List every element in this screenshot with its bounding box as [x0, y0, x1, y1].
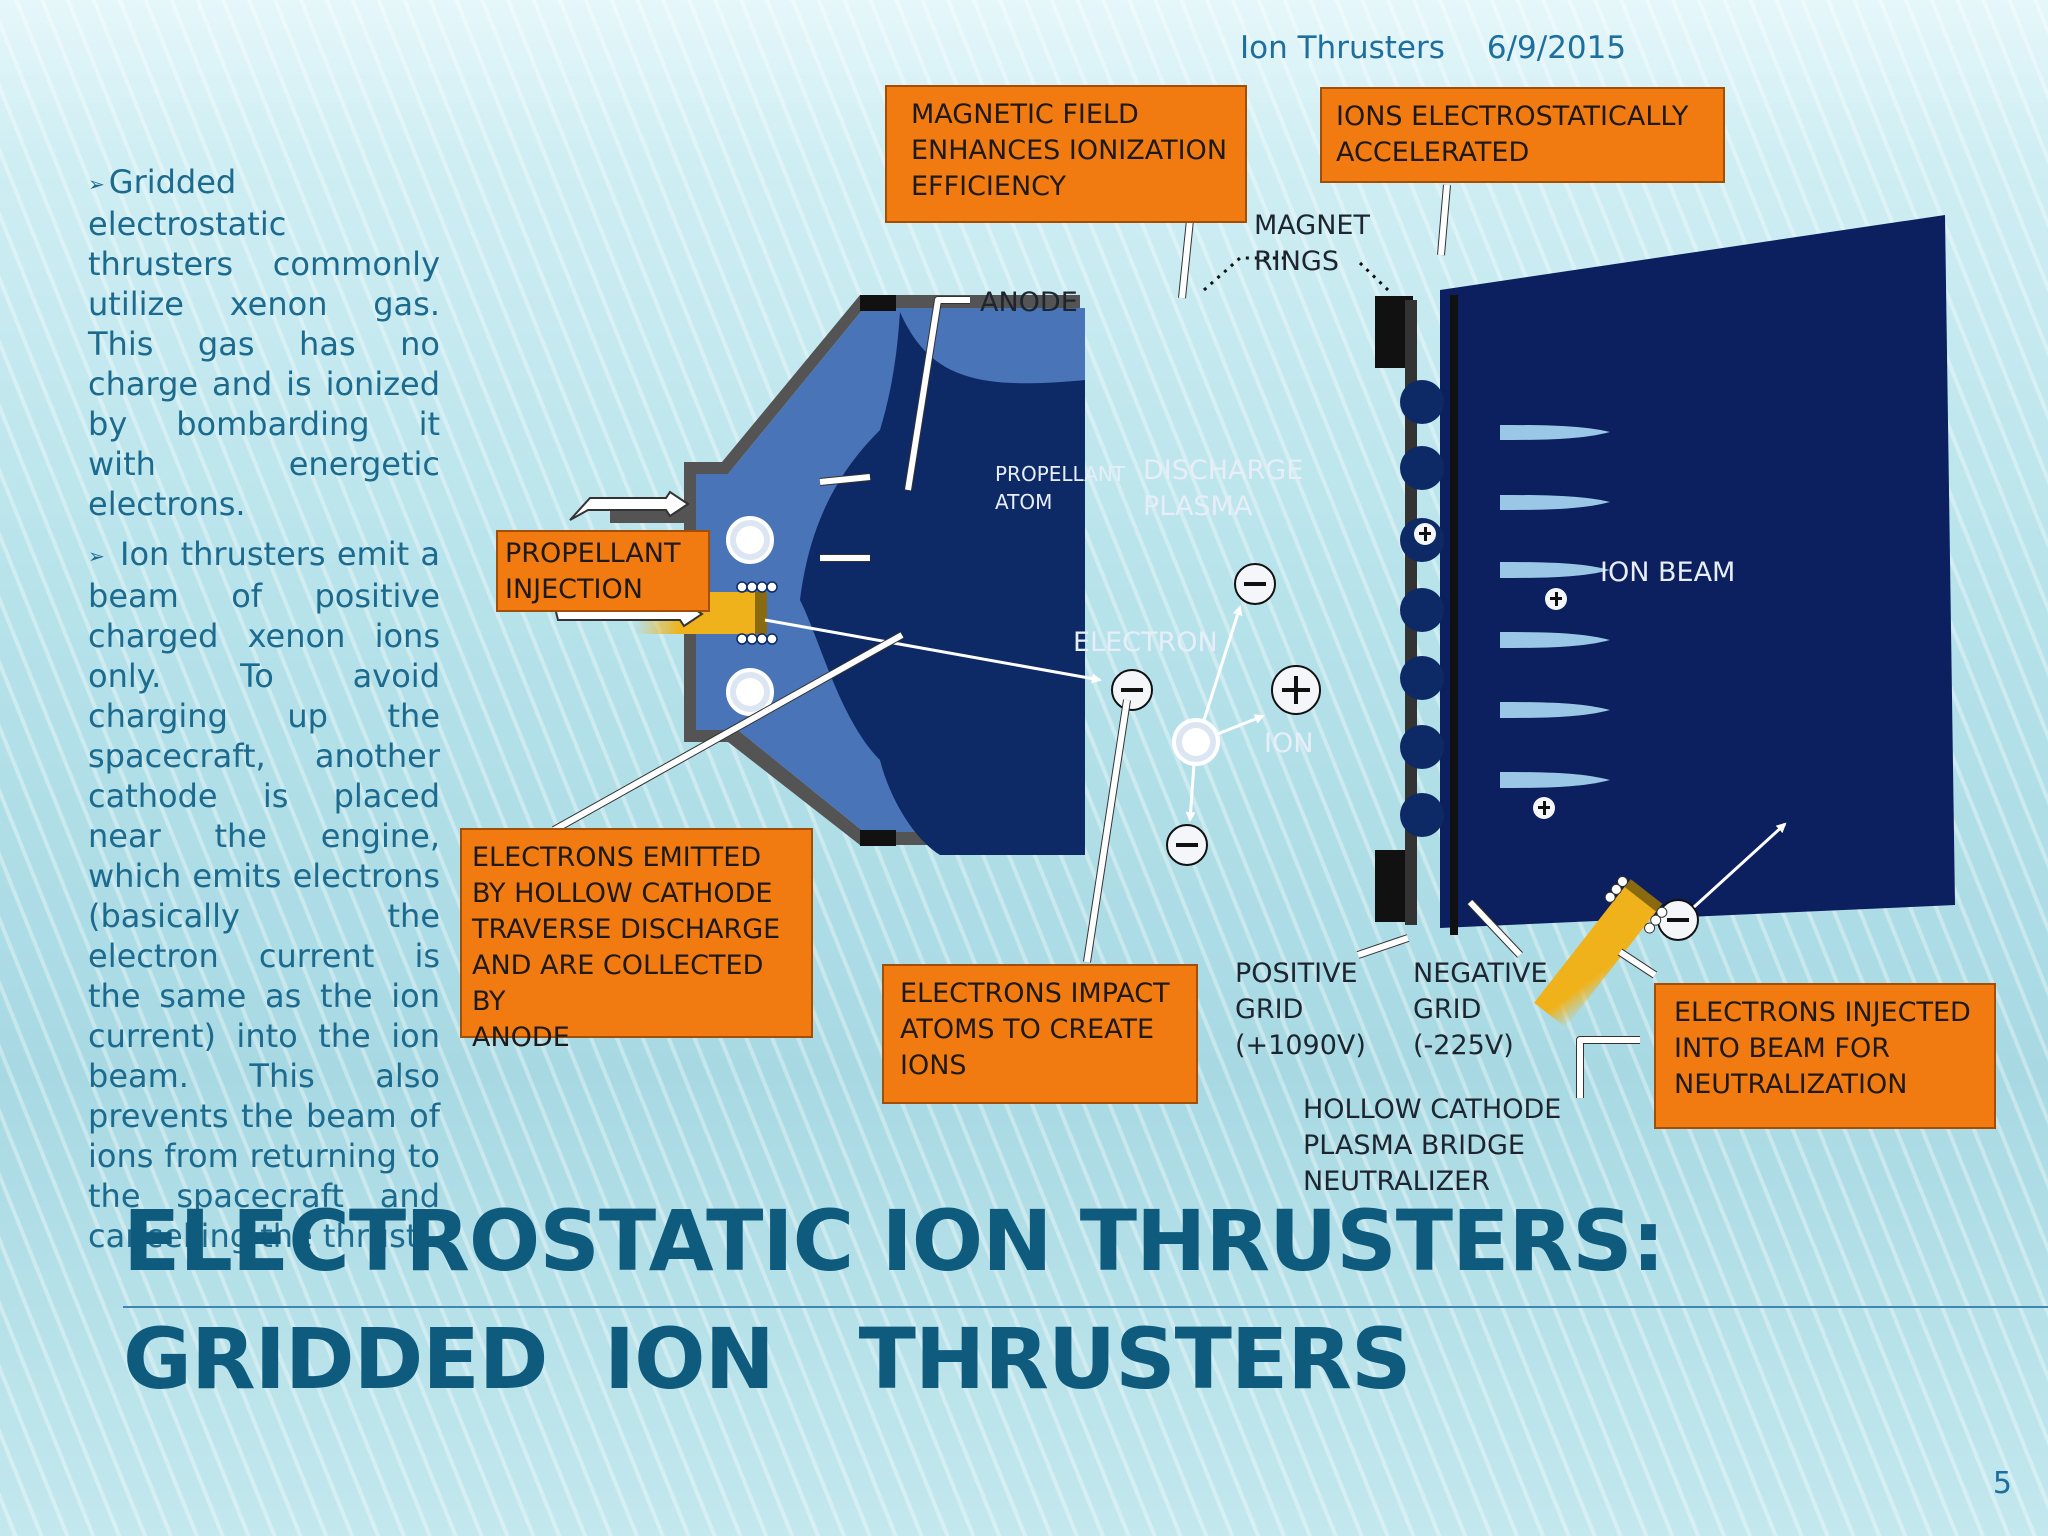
- slide-title: ELECTROSTATIC ION THRUSTERS: GRIDDED ION…: [123, 1182, 1665, 1418]
- ion-beam-plume: [1440, 215, 1955, 928]
- page-number: 5: [1992, 1466, 2012, 1501]
- label-line: NEUTRALIZER: [1303, 1166, 1490, 1197]
- callout-line: EFFICIENCY: [911, 171, 1067, 202]
- label-line: PLASMA BRIDGE: [1303, 1130, 1525, 1161]
- thruster-schematic: [539, 184, 1955, 1098]
- neutralizer-cathode: [1534, 876, 1668, 1028]
- magnet-ring-pointers: [1203, 256, 1390, 292]
- negative-grid: [1450, 295, 1458, 935]
- callout-line: INTO BEAM FOR: [1674, 1033, 1890, 1064]
- propellant-atom-label: PROPELLANT ATOM: [995, 460, 1125, 516]
- arrow-bullet-icon: ➢: [88, 544, 105, 568]
- callout-line: ANODE: [472, 1022, 570, 1053]
- discharge-plasma-label: DISCHARGE PLASMA: [1143, 453, 1303, 525]
- label-line: DISCHARGE: [1143, 455, 1304, 486]
- atom-icon: [1172, 718, 1220, 766]
- electron-label: ELECTRON: [1073, 627, 1218, 658]
- label-line: ATOM: [995, 490, 1053, 514]
- ion-icon: [1414, 523, 1436, 545]
- propellant-atom-icon: [726, 516, 774, 564]
- electrons-impact-callout: ELECTRONS IMPACT ATOMS TO CREATE IONS: [882, 964, 1198, 1104]
- callout-line: IONS: [900, 1050, 967, 1081]
- label-line: GRID: [1235, 994, 1304, 1025]
- bullet-item: ➢Gridded electrostatic thrusters commonl…: [88, 162, 440, 524]
- callout-line: BY HOLLOW CATHODE: [472, 878, 773, 909]
- label-line: (-225V): [1413, 1030, 1514, 1061]
- callout-line: ELECTRONS EMITTED: [472, 842, 762, 873]
- bullet-text: Gridded electrostatic thrusters commonly…: [88, 163, 440, 523]
- label-line: POSITIVE: [1235, 958, 1358, 989]
- label-line: HOLLOW CATHODE: [1303, 1094, 1562, 1125]
- slide-date: 6/9/2015: [1486, 30, 1627, 66]
- magnet-ring-bottom-left: [860, 830, 896, 846]
- hollow-cathode-label: HOLLOW CATHODE PLASMA BRIDGE NEUTRALIZER: [1303, 1092, 1561, 1200]
- electron-icon: [1166, 824, 1208, 866]
- positive-grid: [1400, 300, 1444, 925]
- cathode-keeper-dots: [736, 581, 778, 645]
- magnet-rings-label: MAGNET RINGS: [1254, 208, 1370, 280]
- magnet-ring-top-left: [860, 295, 896, 311]
- callout-line: AND ARE COLLECTED BY: [472, 950, 764, 1017]
- electron-icon: [1657, 899, 1699, 941]
- label-line: PROPELLANT: [995, 462, 1125, 486]
- negative-grid-label: NEGATIVE GRID (-225V): [1413, 956, 1548, 1064]
- callout-line: ELECTRONS INJECTED: [1674, 997, 1971, 1028]
- bullet-text: Ion thrusters emit a beam of positive ch…: [88, 535, 440, 1255]
- anode-label: ANODE: [980, 287, 1078, 318]
- discharge-plasma: [800, 312, 1085, 855]
- title-line-1: ELECTROSTATIC ION THRUSTERS:: [123, 1192, 1665, 1290]
- label-line: RINGS: [1254, 246, 1339, 277]
- title-line-2: GRIDDED ION THRUSTERS: [123, 1310, 1411, 1408]
- positive-grid-label: POSITIVE GRID (+1090V): [1235, 956, 1366, 1064]
- callout-line: ATOMS TO CREATE: [900, 1014, 1155, 1045]
- ions-accelerated-callout: IONS ELECTROSTATICALLY ACCELERATED: [1320, 87, 1725, 183]
- callout-line: MAGNETIC FIELD: [911, 99, 1139, 130]
- label-line: NEGATIVE: [1413, 958, 1548, 989]
- electrons-emitted-callout: ELECTRONS EMITTED BY HOLLOW CATHODE TRAV…: [460, 828, 813, 1053]
- callout-line: ENHANCES IONIZATION: [911, 135, 1228, 166]
- callout-line: ELECTRONS IMPACT: [900, 978, 1170, 1009]
- magnetic-field-callout: MAGNETIC FIELD ENHANCES IONIZATION EFFIC…: [885, 85, 1247, 223]
- label-line: (+1090V): [1235, 1030, 1366, 1061]
- ion-icon: [1271, 665, 1321, 715]
- bullet-list: ➢Gridded electrostatic thrusters commonl…: [88, 162, 440, 1266]
- ion-beam-label: ION BEAM: [1600, 557, 1736, 588]
- electron-icon: [1111, 669, 1153, 711]
- electron-icon: [1234, 563, 1276, 605]
- electrons-injected-callout: ELECTRONS INJECTED INTO BEAM FOR NEUTRAL…: [1654, 983, 1996, 1129]
- callout-line: ACCELERATED: [1336, 137, 1530, 168]
- title-underline: [123, 1306, 2048, 1308]
- ion-thruster-diagram: MAGNETIC FIELD ENHANCES IONIZATION EFFIC…: [460, 80, 2020, 1220]
- interaction-arrows: [764, 605, 1787, 909]
- ion-icon: [1533, 797, 1555, 819]
- bullet-item: ➢ Ion thrusters emit a beam of positive …: [88, 534, 440, 1256]
- label-line: GRID: [1413, 994, 1482, 1025]
- ion-icon: [1545, 588, 1567, 610]
- beamlets: [1500, 425, 1610, 788]
- callout-line: TRAVERSE DISCHARGE: [472, 914, 781, 945]
- callout-line: INJECTION: [505, 574, 643, 605]
- callout-line: PROPELLANT: [505, 538, 681, 569]
- propellant-injection-callout: PROPELLANT INJECTION: [496, 530, 710, 612]
- arrow-bullet-icon: ➢: [88, 172, 105, 196]
- presentation-name: Ion Thrusters: [1240, 30, 1445, 66]
- label-line: MAGNET: [1254, 210, 1370, 241]
- propellant-atom-icon: [726, 668, 774, 716]
- callout-line: NEUTRALIZATION: [1674, 1069, 1908, 1100]
- label-line: PLASMA: [1143, 491, 1253, 522]
- ion-label: ION: [1264, 728, 1314, 759]
- leader-lines: [552, 184, 1658, 1098]
- callout-line: IONS ELECTROSTATICALLY: [1336, 101, 1689, 132]
- slide-header: Ion Thrusters 6/9/2015: [1240, 30, 1668, 66]
